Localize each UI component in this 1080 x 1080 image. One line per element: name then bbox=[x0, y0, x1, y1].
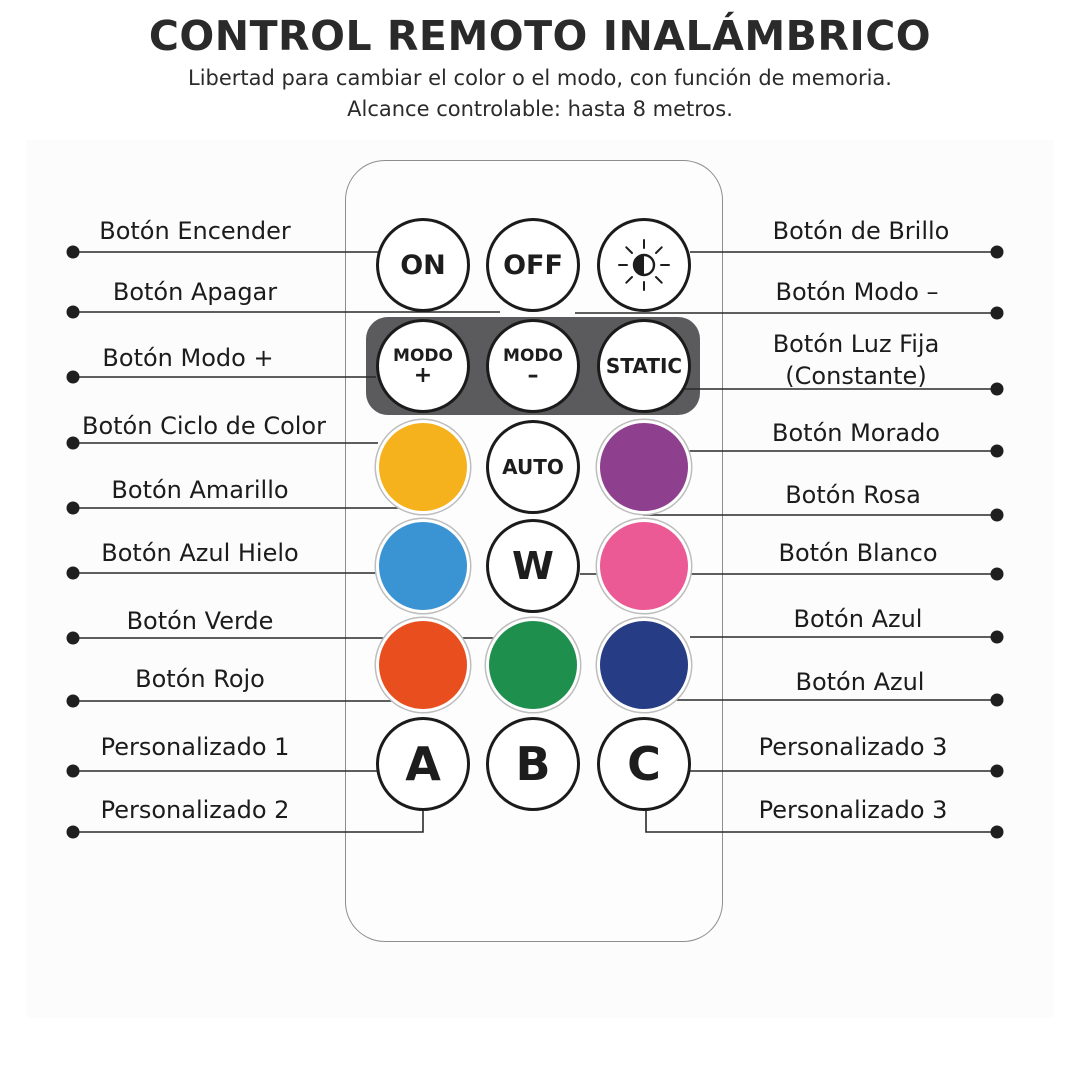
blue-button[interactable] bbox=[597, 618, 691, 712]
brightness-button[interactable] bbox=[597, 218, 691, 312]
callout-dot bbox=[990, 764, 1004, 778]
subtitle-features: Libertad para cambiar el color o el modo… bbox=[188, 66, 892, 90]
callout-dot bbox=[66, 501, 80, 515]
label-pink: Botón Rosa bbox=[785, 481, 921, 509]
auto-button[interactable]: AUTO bbox=[486, 420, 580, 514]
custom-c-label: C bbox=[627, 737, 661, 791]
white-button[interactable]: W bbox=[486, 519, 580, 613]
mode-plus-sign: + bbox=[413, 363, 433, 388]
callout-dot bbox=[66, 694, 80, 708]
sun-half-icon bbox=[618, 239, 670, 291]
callout-custom2 bbox=[73, 808, 424, 833]
label-custom3a: Personalizado 3 bbox=[758, 733, 948, 761]
callout-dot bbox=[990, 567, 1004, 581]
label-red: Botón Rojo bbox=[135, 665, 265, 693]
color-cycle-button[interactable] bbox=[376, 420, 470, 514]
on-button[interactable]: ON bbox=[376, 218, 470, 312]
callout-custom3b bbox=[645, 808, 997, 833]
label-custom1: Personalizado 1 bbox=[100, 733, 290, 761]
custom-a-label: A bbox=[405, 737, 441, 791]
label-color-cycle: Botón Ciclo de Color bbox=[82, 412, 326, 440]
mode-minus-label: MODO bbox=[503, 346, 563, 366]
custom-c-button[interactable]: C bbox=[597, 717, 691, 811]
label-off: Botón Apagar bbox=[112, 278, 278, 306]
label-static-line2: (Constante) bbox=[785, 362, 927, 390]
mode-plus-label: MODO bbox=[393, 346, 453, 366]
callout-dot bbox=[990, 245, 1004, 259]
callout-dot bbox=[990, 630, 1004, 644]
label-custom2: Personalizado 2 bbox=[100, 796, 290, 824]
page-title: CONTROL REMOTO INALÁMBRICO bbox=[148, 12, 932, 60]
on-button-label: ON bbox=[400, 249, 446, 281]
label-static-line1: Botón Luz Fija bbox=[772, 330, 940, 358]
callout-dot bbox=[990, 306, 1004, 320]
label-brightness: Botón de Brillo bbox=[772, 217, 950, 245]
callout-dot bbox=[990, 382, 1004, 396]
purple-button[interactable] bbox=[597, 420, 691, 514]
mode-minus-sign: – bbox=[527, 363, 539, 388]
label-custom3b: Personalizado 3 bbox=[758, 796, 948, 824]
red-button[interactable] bbox=[376, 618, 470, 712]
green-button[interactable] bbox=[486, 618, 580, 712]
custom-a-button[interactable]: A bbox=[376, 717, 470, 811]
label-mode-plus: Botón Modo + bbox=[102, 344, 274, 372]
label-mode-minus: Botón Modo – bbox=[775, 278, 939, 306]
callout-dot bbox=[66, 436, 80, 450]
off-button-label: OFF bbox=[503, 249, 563, 281]
label-on: Botón Encender bbox=[99, 217, 291, 245]
label-yellow: Botón Amarillo bbox=[111, 476, 289, 504]
ice-blue-button[interactable] bbox=[376, 519, 470, 613]
static-button[interactable]: STATIC bbox=[597, 319, 691, 413]
label-blue1: Botón Azul bbox=[793, 605, 923, 633]
callout-dot bbox=[66, 825, 80, 839]
callout-dot bbox=[66, 305, 80, 319]
callout-dot bbox=[66, 566, 80, 580]
mode-plus-button[interactable]: MODO+ bbox=[376, 319, 470, 413]
subtitle-range: Alcance controlable: hasta 8 metros. bbox=[347, 97, 733, 121]
label-green: Botón Verde bbox=[126, 607, 274, 635]
callout-dot bbox=[66, 370, 80, 384]
callout-dot bbox=[66, 764, 80, 778]
pink-button[interactable] bbox=[597, 519, 691, 613]
callout-dot bbox=[990, 825, 1004, 839]
white-button-label: W bbox=[512, 544, 554, 588]
custom-b-button[interactable]: B bbox=[486, 717, 580, 811]
callout-dot bbox=[66, 245, 80, 259]
callout-dot bbox=[66, 631, 80, 645]
label-blue2: Botón Azul bbox=[795, 668, 925, 696]
mode-minus-button[interactable]: MODO– bbox=[486, 319, 580, 413]
callout-dot bbox=[990, 693, 1004, 707]
callout-dot bbox=[990, 508, 1004, 522]
off-button[interactable]: OFF bbox=[486, 218, 580, 312]
callout-dot bbox=[990, 444, 1004, 458]
label-purple: Botón Morado bbox=[772, 419, 940, 447]
label-ice-blue: Botón Azul Hielo bbox=[101, 539, 299, 567]
auto-button-label: AUTO bbox=[502, 455, 564, 479]
custom-b-label: B bbox=[515, 737, 551, 791]
label-white: Botón Blanco bbox=[778, 539, 938, 567]
static-button-label: STATIC bbox=[605, 354, 683, 378]
